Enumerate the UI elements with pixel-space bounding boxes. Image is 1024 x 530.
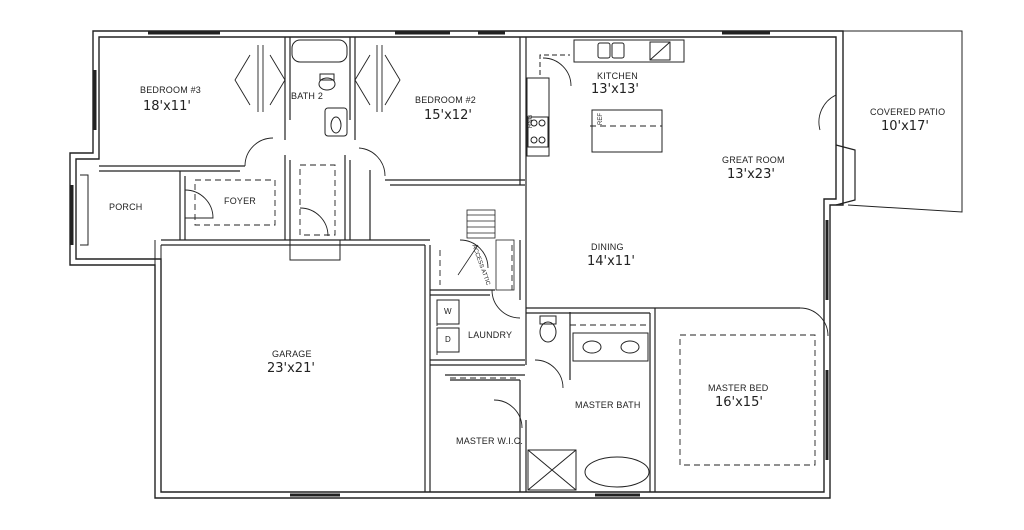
range-label: RNG xyxy=(528,114,534,128)
master-bath-fixtures xyxy=(527,315,650,491)
bedroom3-dims: 18'x11' xyxy=(143,99,191,114)
master-wic-label: Master W.I.C. xyxy=(456,436,524,446)
island-label: REF xyxy=(598,113,604,125)
dining-dims: 14'x11' xyxy=(587,254,635,269)
washer-label: W xyxy=(444,307,452,316)
attic-access xyxy=(457,209,515,291)
covered-patio-label: Covered Patio xyxy=(870,107,946,117)
dryer-label: D xyxy=(445,335,451,344)
interior-walls xyxy=(99,37,856,492)
covered-patio-dims: 10'x17' xyxy=(881,119,929,134)
laundry-label: Laundry xyxy=(468,330,513,340)
covered-patio-outline xyxy=(843,30,963,213)
windows xyxy=(70,31,829,497)
bedroom3-label: Bedroom #3 xyxy=(140,85,202,95)
entry-step xyxy=(289,240,341,261)
bedroom2-label: Bedroom #2 xyxy=(415,95,477,105)
kitchen-dims: 13'x13' xyxy=(591,82,639,97)
great-room-dims: 13'x23' xyxy=(727,167,775,182)
bedroom2-dims: 15'x12' xyxy=(424,108,472,123)
master-bath-label: Master Bath xyxy=(575,400,641,410)
master-bed-label: Master Bed xyxy=(708,383,769,393)
garage-dims: 23'x21' xyxy=(267,361,315,376)
foyer-label: Foyer xyxy=(224,196,257,206)
dining-label: Dining xyxy=(591,242,624,252)
laundry-fixtures xyxy=(436,299,460,353)
master-bed-dims: 16'x15' xyxy=(715,395,763,410)
garage-label: Garage xyxy=(272,349,312,359)
bath2-label: Bath 2 xyxy=(291,91,324,101)
porch-wall xyxy=(154,240,162,265)
kitchen-label: Kitchen xyxy=(597,71,638,81)
doors xyxy=(184,45,837,429)
bath2-fixtures xyxy=(291,39,348,137)
kitchen-fixtures xyxy=(526,39,685,157)
porch-label: Porch xyxy=(109,202,143,212)
dashed-lines xyxy=(194,125,816,466)
porch-step xyxy=(80,174,89,246)
great-room-label: Great Room xyxy=(722,155,785,165)
